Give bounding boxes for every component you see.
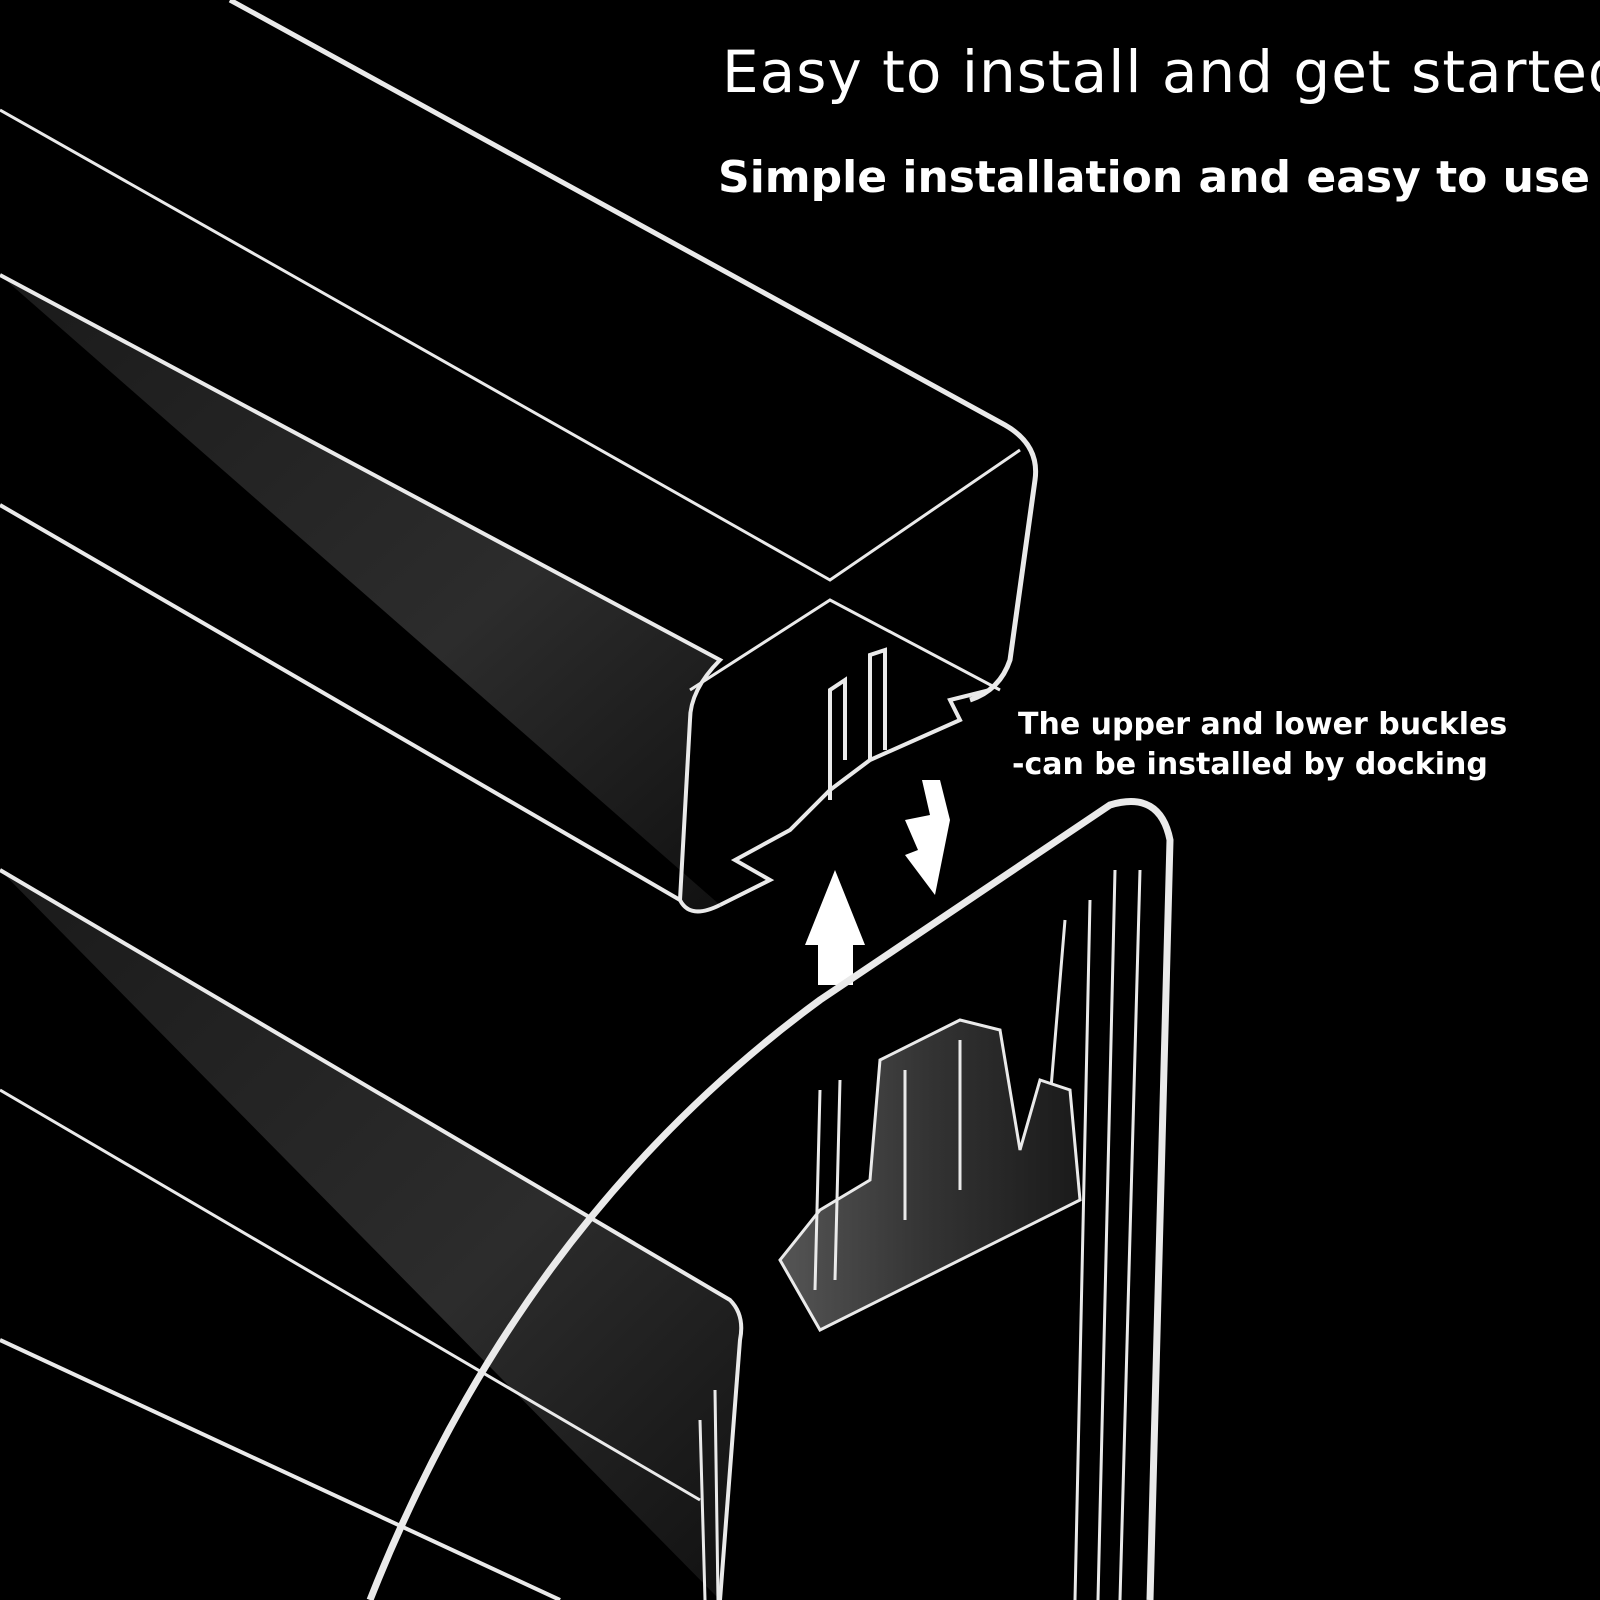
arrow-down-icon (905, 780, 950, 895)
lower-buckle (778, 1018, 1082, 1332)
headline-title: Easy to install and get started (722, 38, 1600, 106)
buckle-callout: The upper and lower buckles -can be inst… (1012, 705, 1508, 785)
callout-line-1: The upper and lower buckles (1018, 707, 1508, 742)
docking-arrows (805, 780, 950, 985)
arrow-up-icon (805, 870, 865, 985)
lower-shelf (0, 798, 1174, 1600)
upper-shelf (0, 0, 1039, 914)
headline-subtitle: Simple installation and easy to use (718, 152, 1591, 203)
callout-line-2: -can be installed by docking (1012, 747, 1488, 782)
